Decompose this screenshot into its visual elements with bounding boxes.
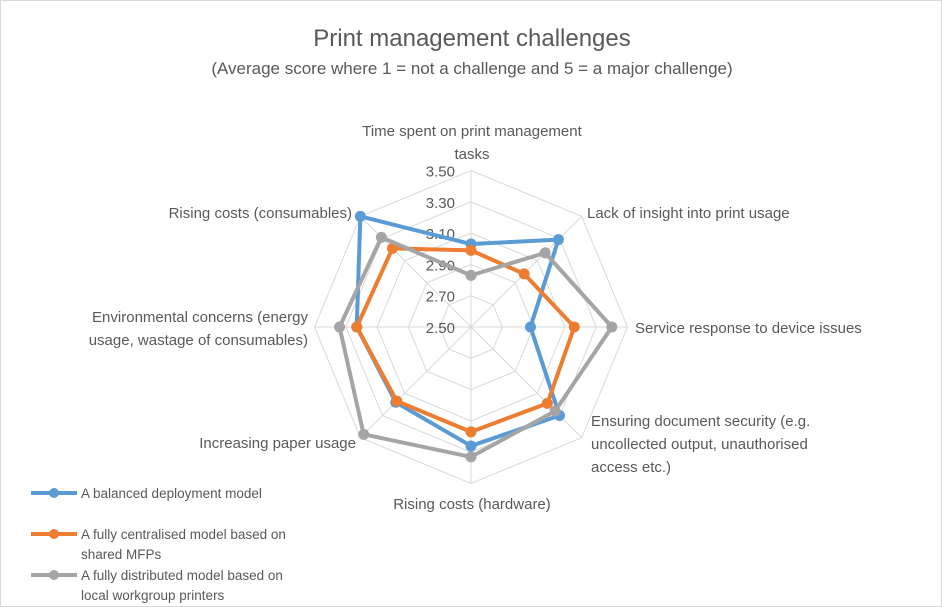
data-point [465,426,477,438]
series-3 [334,231,618,463]
legend-item[interactable]: A balanced deployment model [31,486,262,501]
data-point [606,321,618,333]
data-point [539,247,551,259]
data-point [465,440,477,452]
category-label: Rising costs (consumables) [169,205,352,222]
category-label: Service response to device issues [635,320,862,337]
series-2 [351,242,580,438]
data-point [465,269,477,281]
data-point [386,242,398,254]
tick-label: 2.70 [426,289,455,306]
category-label: Increasing paper usage [199,435,356,452]
data-point [354,210,366,222]
tick-label: 2.50 [426,320,455,337]
data-point [524,321,536,333]
series-line [354,246,577,434]
data-point [358,428,370,440]
data-point [375,231,387,243]
category-label: Rising costs (hardware) [393,496,551,513]
data-point [351,321,363,333]
chart-title: Print management challenges [313,25,631,52]
data-point [465,451,477,463]
data-point [549,405,561,417]
category-label: Ensuring document security (e.g.uncollec… [591,413,810,476]
data-point [541,397,553,409]
data-point [568,321,580,333]
legend-marker [49,488,59,498]
data-point [552,234,564,246]
tick-label: 3.50 [426,164,455,181]
category-label: Lack of insight into print usage [587,205,790,222]
legend-marker [49,570,59,580]
data-point [334,321,346,333]
legend-marker [49,529,59,539]
data-point [391,395,403,407]
data-point [465,244,477,256]
chart-subtitle: (Average score where 1 = not a challenge… [211,59,732,78]
spoke [359,326,472,439]
tick-label: 2.90 [426,257,455,274]
data-point [518,268,530,280]
tick-label: 3.30 [426,195,455,212]
legend-label: A balanced deployment model [81,486,262,501]
